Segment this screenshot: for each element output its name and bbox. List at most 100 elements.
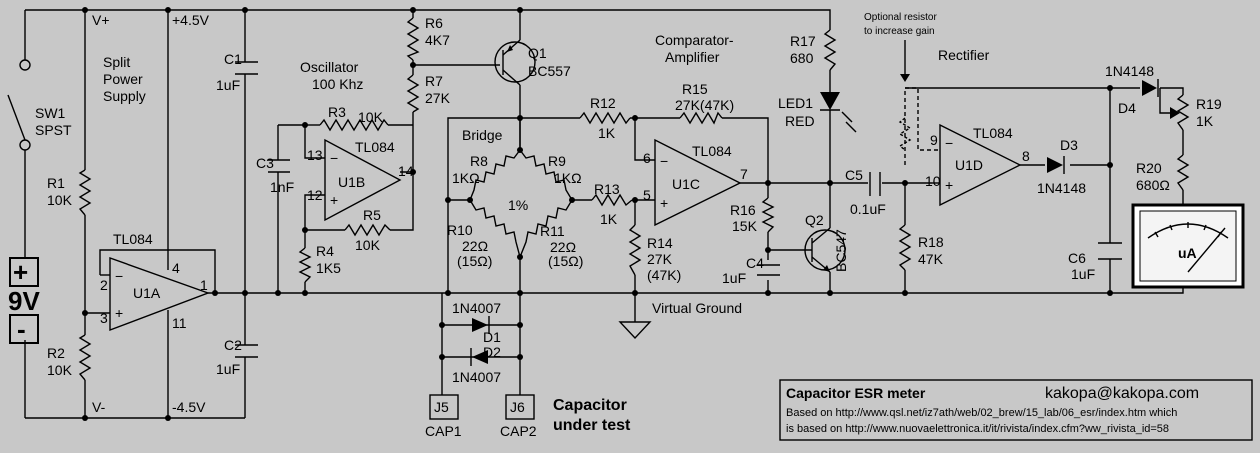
supply-line2: Power <box>103 71 143 87</box>
title-box-title: Capacitor ESR meter <box>786 385 926 401</box>
j6-label: CAP2 <box>500 423 537 439</box>
title-box-email: kakopa@kakopa.com <box>1045 385 1199 402</box>
ua-meter: uA <box>1131 203 1245 289</box>
d3-type: 1N4148 <box>1037 180 1086 196</box>
resistor-r1: R1 10K <box>47 169 92 216</box>
c1-value: 1uF <box>216 77 240 93</box>
led1-name: LED1 <box>778 95 813 111</box>
r6-value: 4K7 <box>425 32 450 48</box>
r11-alt: (15Ω) <box>548 253 583 269</box>
r19-name: R19 <box>1196 96 1222 112</box>
title-box-line2: is based on http://www.nuovaelettronica.… <box>786 423 1169 435</box>
u1a-pin11: 11 <box>172 315 187 331</box>
q2-name: Q2 <box>805 212 824 228</box>
r3-name: R3 <box>328 104 346 120</box>
r1-value: 10K <box>47 192 73 208</box>
u1a-pin1: 1 <box>200 277 208 293</box>
capacitor-c5: C5 0.1uF <box>845 167 886 217</box>
r18-name: R18 <box>918 234 944 250</box>
bridge-label: Bridge <box>462 127 503 143</box>
r14-name: R14 <box>647 235 673 251</box>
j5-name: J5 <box>434 399 449 415</box>
u1c-pin7: 7 <box>740 166 748 182</box>
cap-under-test-line2: under test <box>553 417 631 434</box>
u1a-pin2: 2 <box>100 277 108 293</box>
r2-name: R2 <box>47 345 65 361</box>
svg-text:+: + <box>660 195 668 211</box>
c2-value: 1uF <box>216 361 240 377</box>
diode-d2: D2 1N4007 <box>452 344 501 385</box>
u1c-name: U1C <box>672 176 700 192</box>
r10-name: R10 <box>447 222 473 238</box>
q2-type: BC547 <box>833 229 849 272</box>
oscillator-line2: 100 Khz <box>312 76 363 92</box>
junction-dots <box>82 7 1113 421</box>
oscillator-line1: Oscillator <box>300 59 359 75</box>
r15-value: 27K(47K) <box>675 97 734 113</box>
u1b-name: U1B <box>338 174 365 190</box>
battery-minus: - <box>17 314 26 344</box>
u1d-name: U1D <box>955 157 983 173</box>
r9-value: 1KΩ <box>554 170 582 186</box>
connector-j6: J6 CAP2 <box>500 394 537 439</box>
diode-d4: 1N4148 D4 <box>1105 63 1159 116</box>
r12-name: R12 <box>590 95 616 111</box>
bridge-center: 1% <box>508 197 528 213</box>
sw1-name: SW1 <box>35 105 66 121</box>
resistor-r4: R4 1K5 <box>298 243 341 283</box>
virtual-ground-label: Virtual Ground <box>652 300 742 316</box>
c4-value: 1uF <box>722 270 746 286</box>
u1d-chip: TL084 <box>973 125 1013 141</box>
u1a-chip: TL084 <box>113 231 153 247</box>
d2-name: D2 <box>483 344 501 360</box>
resistor-r7: R7 27K <box>406 73 451 113</box>
q1-type: BC557 <box>528 63 571 79</box>
r20-value: 680Ω <box>1136 177 1170 193</box>
r16-value: 15K <box>732 218 758 234</box>
battery-9v: + 9V - <box>8 257 40 344</box>
resistor-r16: R16 15K <box>730 197 775 234</box>
optional-note-line1: Optional resistor <box>864 12 937 23</box>
u1b-chip: TL084 <box>355 139 395 155</box>
u1d-pin9: 9 <box>930 132 938 148</box>
resistor-r3: R3 10K <box>319 104 389 132</box>
rail-neg45: -4.5V <box>172 399 206 415</box>
r10-alt: (15Ω) <box>457 253 492 269</box>
j6-name: J6 <box>510 399 525 415</box>
diode-d1: 1N4007 D1 <box>452 300 501 345</box>
r5-name: R5 <box>363 207 381 223</box>
supply-line3: Supply <box>103 88 146 104</box>
capacitor-c6: C6 1uF <box>1068 242 1122 282</box>
transistor-q2: Q2 BC547 <box>804 212 849 273</box>
resistor-r6: R6 4K7 <box>406 15 450 61</box>
connector-j5: J5 CAP1 <box>425 394 462 439</box>
c5-name: C5 <box>845 167 863 183</box>
capacitor-c3: C3 1nF <box>256 155 294 195</box>
c4-name: C4 <box>746 255 764 271</box>
r14-alt: (47K) <box>647 267 681 283</box>
r3-value: 10K <box>358 109 384 125</box>
d4-type: 1N4148 <box>1105 63 1154 79</box>
u1a-pin4: 4 <box>172 260 180 276</box>
r7-value: 27K <box>425 90 451 106</box>
rail-pos45: +4.5V <box>172 12 210 28</box>
opamp-u1b: TL084 U1B − + 13 12 14 <box>307 138 414 222</box>
supply-line1: Split <box>103 54 130 70</box>
d1-name: D1 <box>483 329 501 345</box>
r11-value: 22Ω <box>550 239 576 255</box>
opamp-u1d: TL084 U1D − + 9 10 8 <box>925 123 1030 207</box>
svg-text:−: − <box>945 135 953 151</box>
r15-name: R15 <box>682 81 708 97</box>
svg-text:+: + <box>945 177 953 193</box>
svg-text:−: − <box>660 153 668 169</box>
u1a-name: U1A <box>133 285 161 301</box>
r13-value: 1K <box>600 211 618 227</box>
u1c-chip: TL084 <box>692 143 732 159</box>
capacitor-c1: C1 1uF <box>216 51 258 93</box>
svg-text:+: + <box>330 192 338 208</box>
u1b-pin13: 13 <box>307 147 323 163</box>
bridge: Bridge 1% R8 1KΩ R9 1KΩ R10 22Ω (15Ω) R1… <box>447 127 583 269</box>
j5-label: CAP1 <box>425 423 462 439</box>
